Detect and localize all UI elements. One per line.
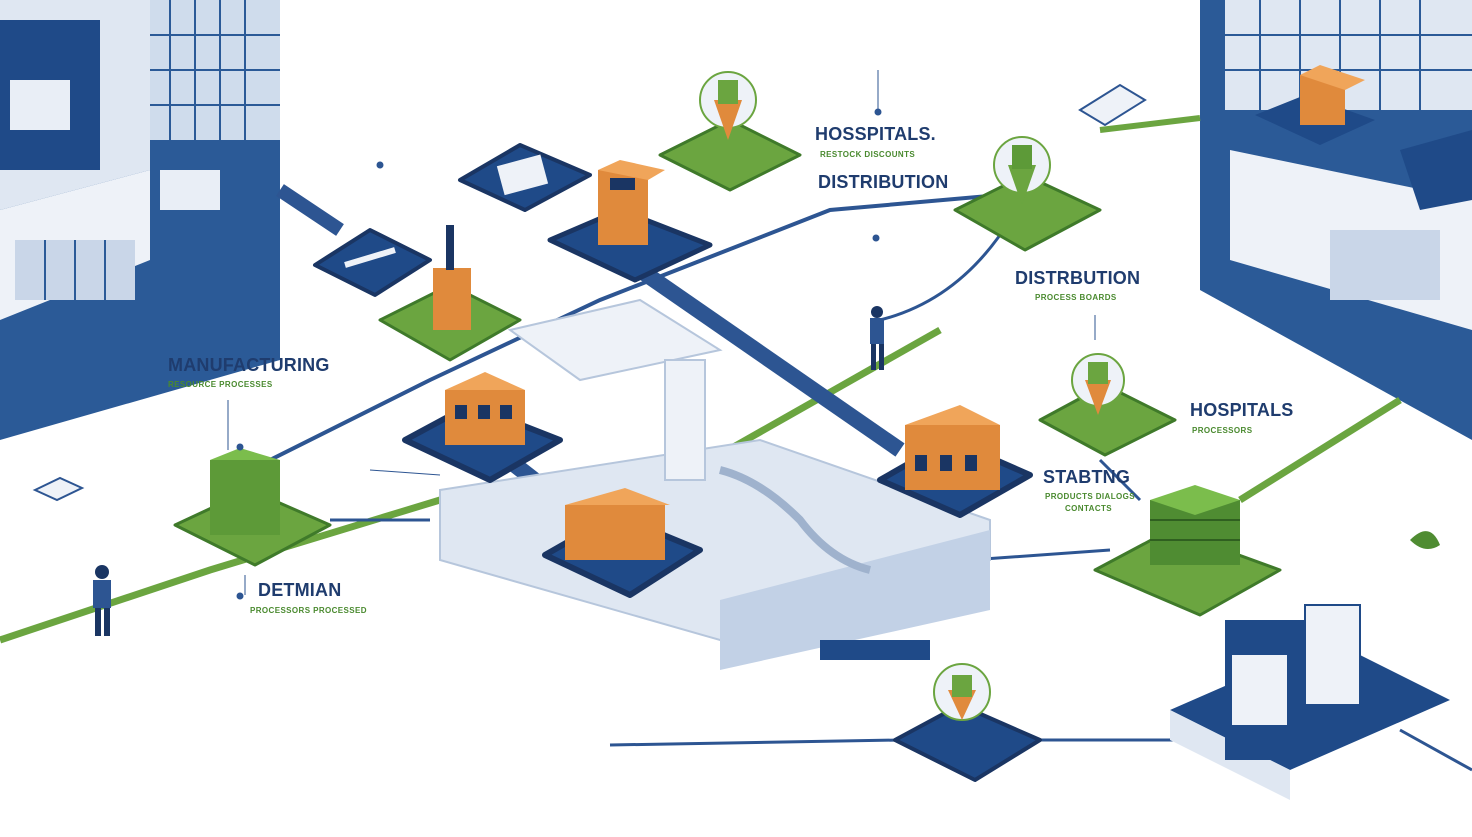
green-node-factory[interactable] — [173, 448, 332, 567]
computer-terminal — [1170, 604, 1450, 800]
green-node-top-pin[interactable] — [658, 71, 802, 192]
green-node-distribution-pin[interactable] — [953, 136, 1102, 252]
label-manufacturing: MANUFACTURING — [168, 355, 330, 375]
green-node-manufacturing-tower[interactable] — [378, 225, 522, 362]
leader-lines — [227, 70, 1096, 600]
navy-node-east-house[interactable] — [877, 405, 1033, 518]
sublabel-manufacturing: RESOURCE PROCESSES — [168, 380, 273, 389]
tile-left — [32, 476, 85, 502]
label-hospitals-top: HOSSPITALS. — [815, 124, 936, 144]
label-stabing: STABTNG — [1043, 467, 1131, 487]
sublabel-stabing-1: PRODUCTS DIALOGS — [1045, 492, 1135, 501]
central-platform — [439, 298, 991, 670]
leaf-icon — [1410, 531, 1440, 549]
navy-node-tower[interactable] — [547, 160, 713, 283]
worker-center — [870, 306, 884, 370]
left-building — [0, 0, 280, 440]
label-distribution-top: DISTRIBUTION — [818, 172, 949, 192]
navy-node-clipboard[interactable] — [458, 143, 592, 212]
worker-left — [93, 565, 111, 636]
truck-box — [1078, 83, 1147, 127]
sublabel-hospitals-right: PROCESSORS — [1192, 426, 1253, 435]
sublabel-hospitals-top: RESTOCK DISCOUNTS — [820, 150, 916, 159]
green-node-staging-stack[interactable] — [1093, 485, 1282, 617]
sublabel-distribution-right: PROCESS BOARDS — [1035, 293, 1117, 302]
navy-node-tools[interactable] — [313, 228, 432, 297]
navy-node-west-house[interactable] — [402, 372, 563, 483]
label-hospitals-right: HOSPITALS — [1190, 400, 1294, 420]
navy-node-bottom-pin[interactable] — [893, 663, 1042, 782]
navy-node-south-house[interactable] — [542, 488, 703, 598]
label-detmian: DETMIAN — [258, 580, 342, 600]
sublabel-stabing-2: CONTACTS — [1065, 504, 1113, 513]
right-building — [1200, 0, 1472, 440]
sublabel-detmian: PROCESSORS PROCESSED — [250, 606, 367, 615]
label-distribution-right: DISTRBUTION — [1015, 268, 1141, 288]
green-node-hospital-pin[interactable] — [1038, 353, 1177, 457]
